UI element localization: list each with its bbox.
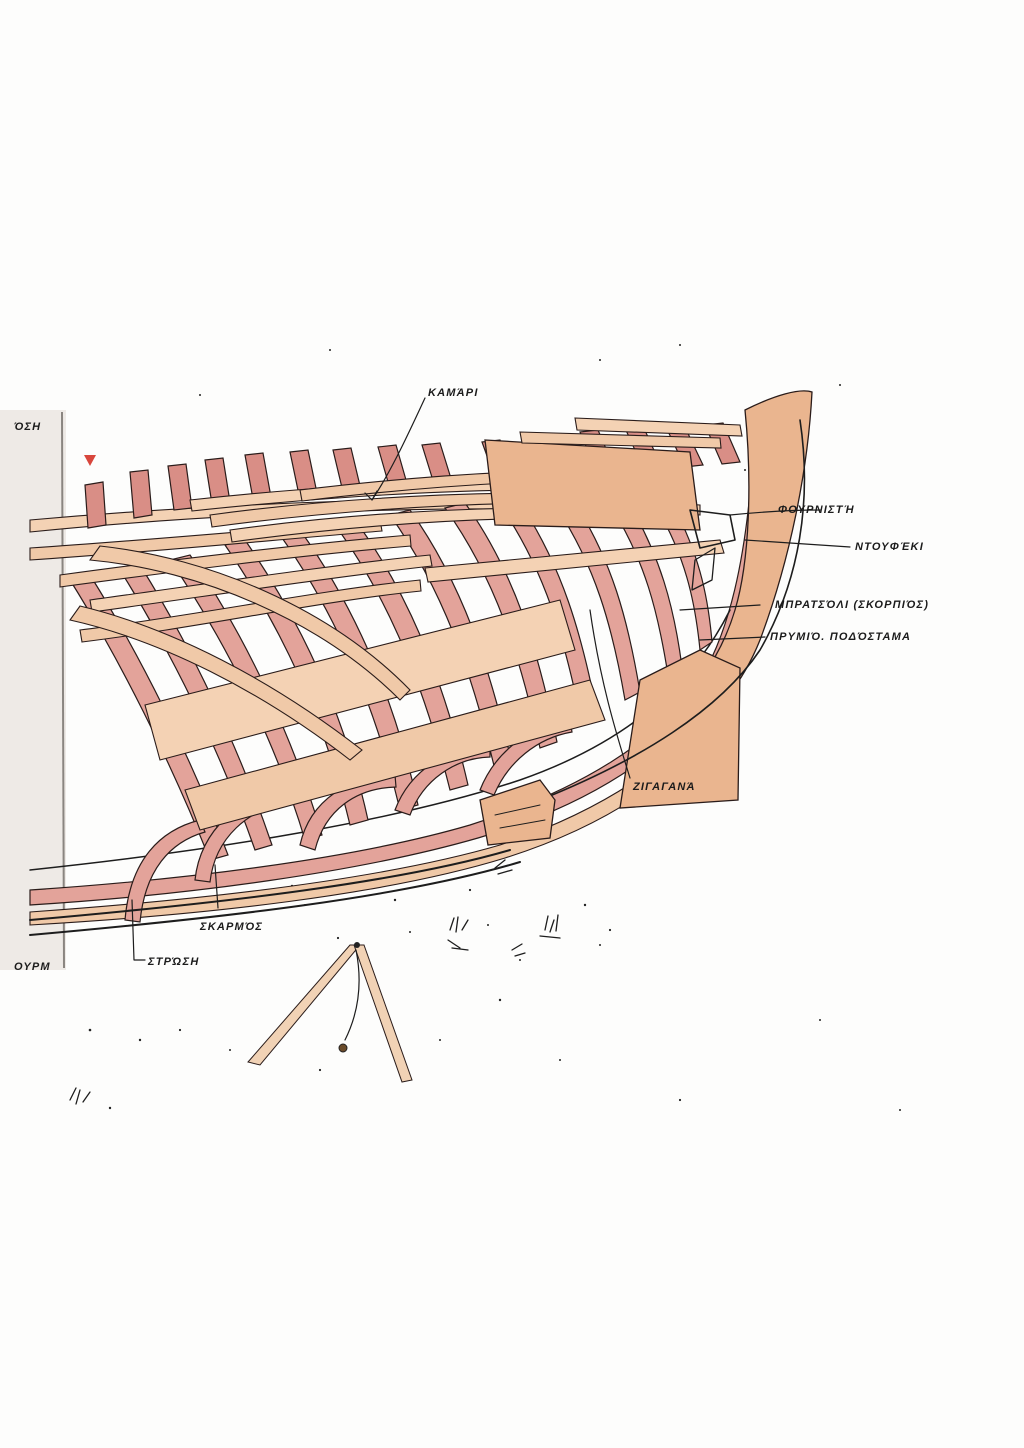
binding-shadow	[0, 410, 66, 970]
label-zigarana: ΖΙΓΑΓΑΝΆ	[632, 781, 696, 793]
page-gutter-line	[61, 411, 65, 969]
support-blocks	[479, 779, 556, 846]
stern-structure	[484, 390, 813, 809]
red-marker	[84, 455, 96, 466]
label-ntoufeki: ΝΤΟΥΦΈΚΙ	[855, 541, 924, 553]
label-strosi: ΣΤΡΏΣΗ	[147, 956, 200, 968]
leader-lines	[131, 397, 851, 961]
label-prymio-podostama: ΠΡΥΜΙΌ. ΠΟΔΌΣΤΑΜΑ	[770, 631, 911, 643]
deck-planks	[29, 469, 725, 831]
label-edge-top: ΌΣΗ	[14, 421, 41, 433]
label-mpratsoli: ΜΠΡΑΤΣΌΛΙ (ΣΚΟΡΠΙΌΣ)	[775, 599, 929, 611]
grass-tufts	[69, 859, 561, 1105]
keel-lines	[29, 849, 521, 936]
label-edge-bottom: ΟΥΡΜ	[14, 961, 51, 973]
tripod	[247, 942, 413, 1083]
ground-dots	[88, 344, 901, 1111]
label-kamari: ΚΑΜΆΡΙ	[428, 387, 479, 399]
label-skarmos: ΣΚΑΡΜΌΣ	[199, 921, 263, 933]
label-fourniste: ΦΟΥΡΝΙΣΤΉ	[778, 504, 855, 516]
